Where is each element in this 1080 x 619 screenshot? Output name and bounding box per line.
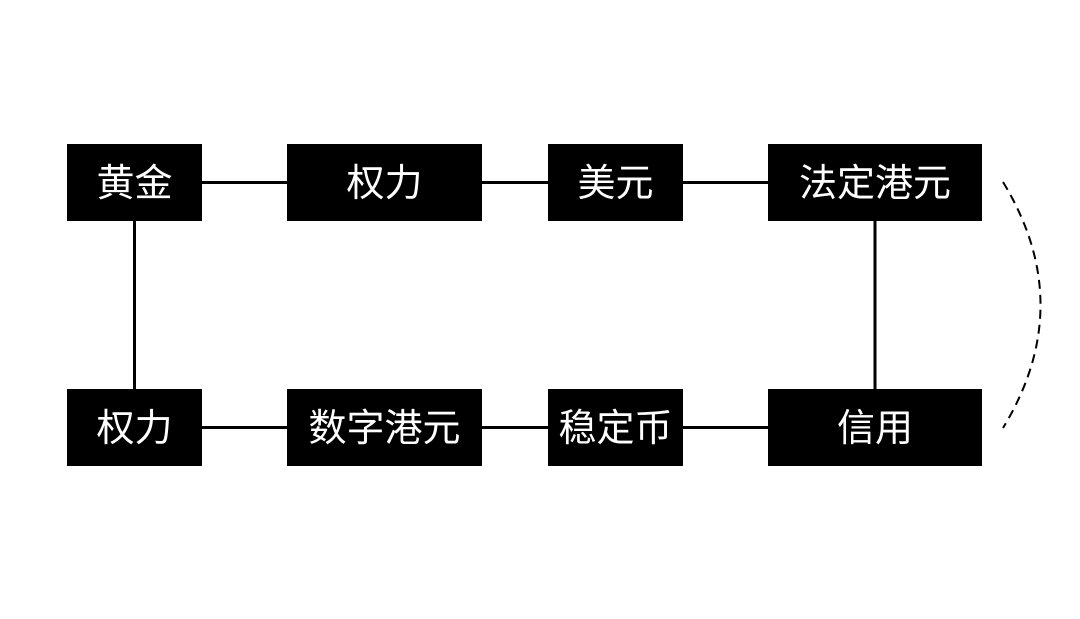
node-usd: 美元 <box>548 144 683 221</box>
node-power-bottom-label: 权力 <box>96 405 173 450</box>
node-stablecoin: 稳定币 <box>548 389 683 466</box>
node-digital-hkd-label: 数字港元 <box>308 405 461 450</box>
node-stablecoin-label: 稳定币 <box>558 405 673 450</box>
node-power-top: 权力 <box>287 144 482 221</box>
node-usd-label: 美元 <box>577 160 654 205</box>
node-credit: 信用 <box>768 389 982 466</box>
node-fiat-hkd-label: 法定港元 <box>798 160 951 205</box>
node-power-bottom: 权力 <box>67 389 202 466</box>
node-digital-hkd: 数字港元 <box>287 389 482 466</box>
node-power-top-label: 权力 <box>346 160 423 205</box>
node-gold: 黄金 <box>67 144 202 221</box>
node-credit-label: 信用 <box>836 405 913 450</box>
node-gold-label: 黄金 <box>96 160 173 205</box>
dashed-arc-connector <box>1002 181 1042 429</box>
node-fiat-hkd: 法定港元 <box>768 144 982 221</box>
